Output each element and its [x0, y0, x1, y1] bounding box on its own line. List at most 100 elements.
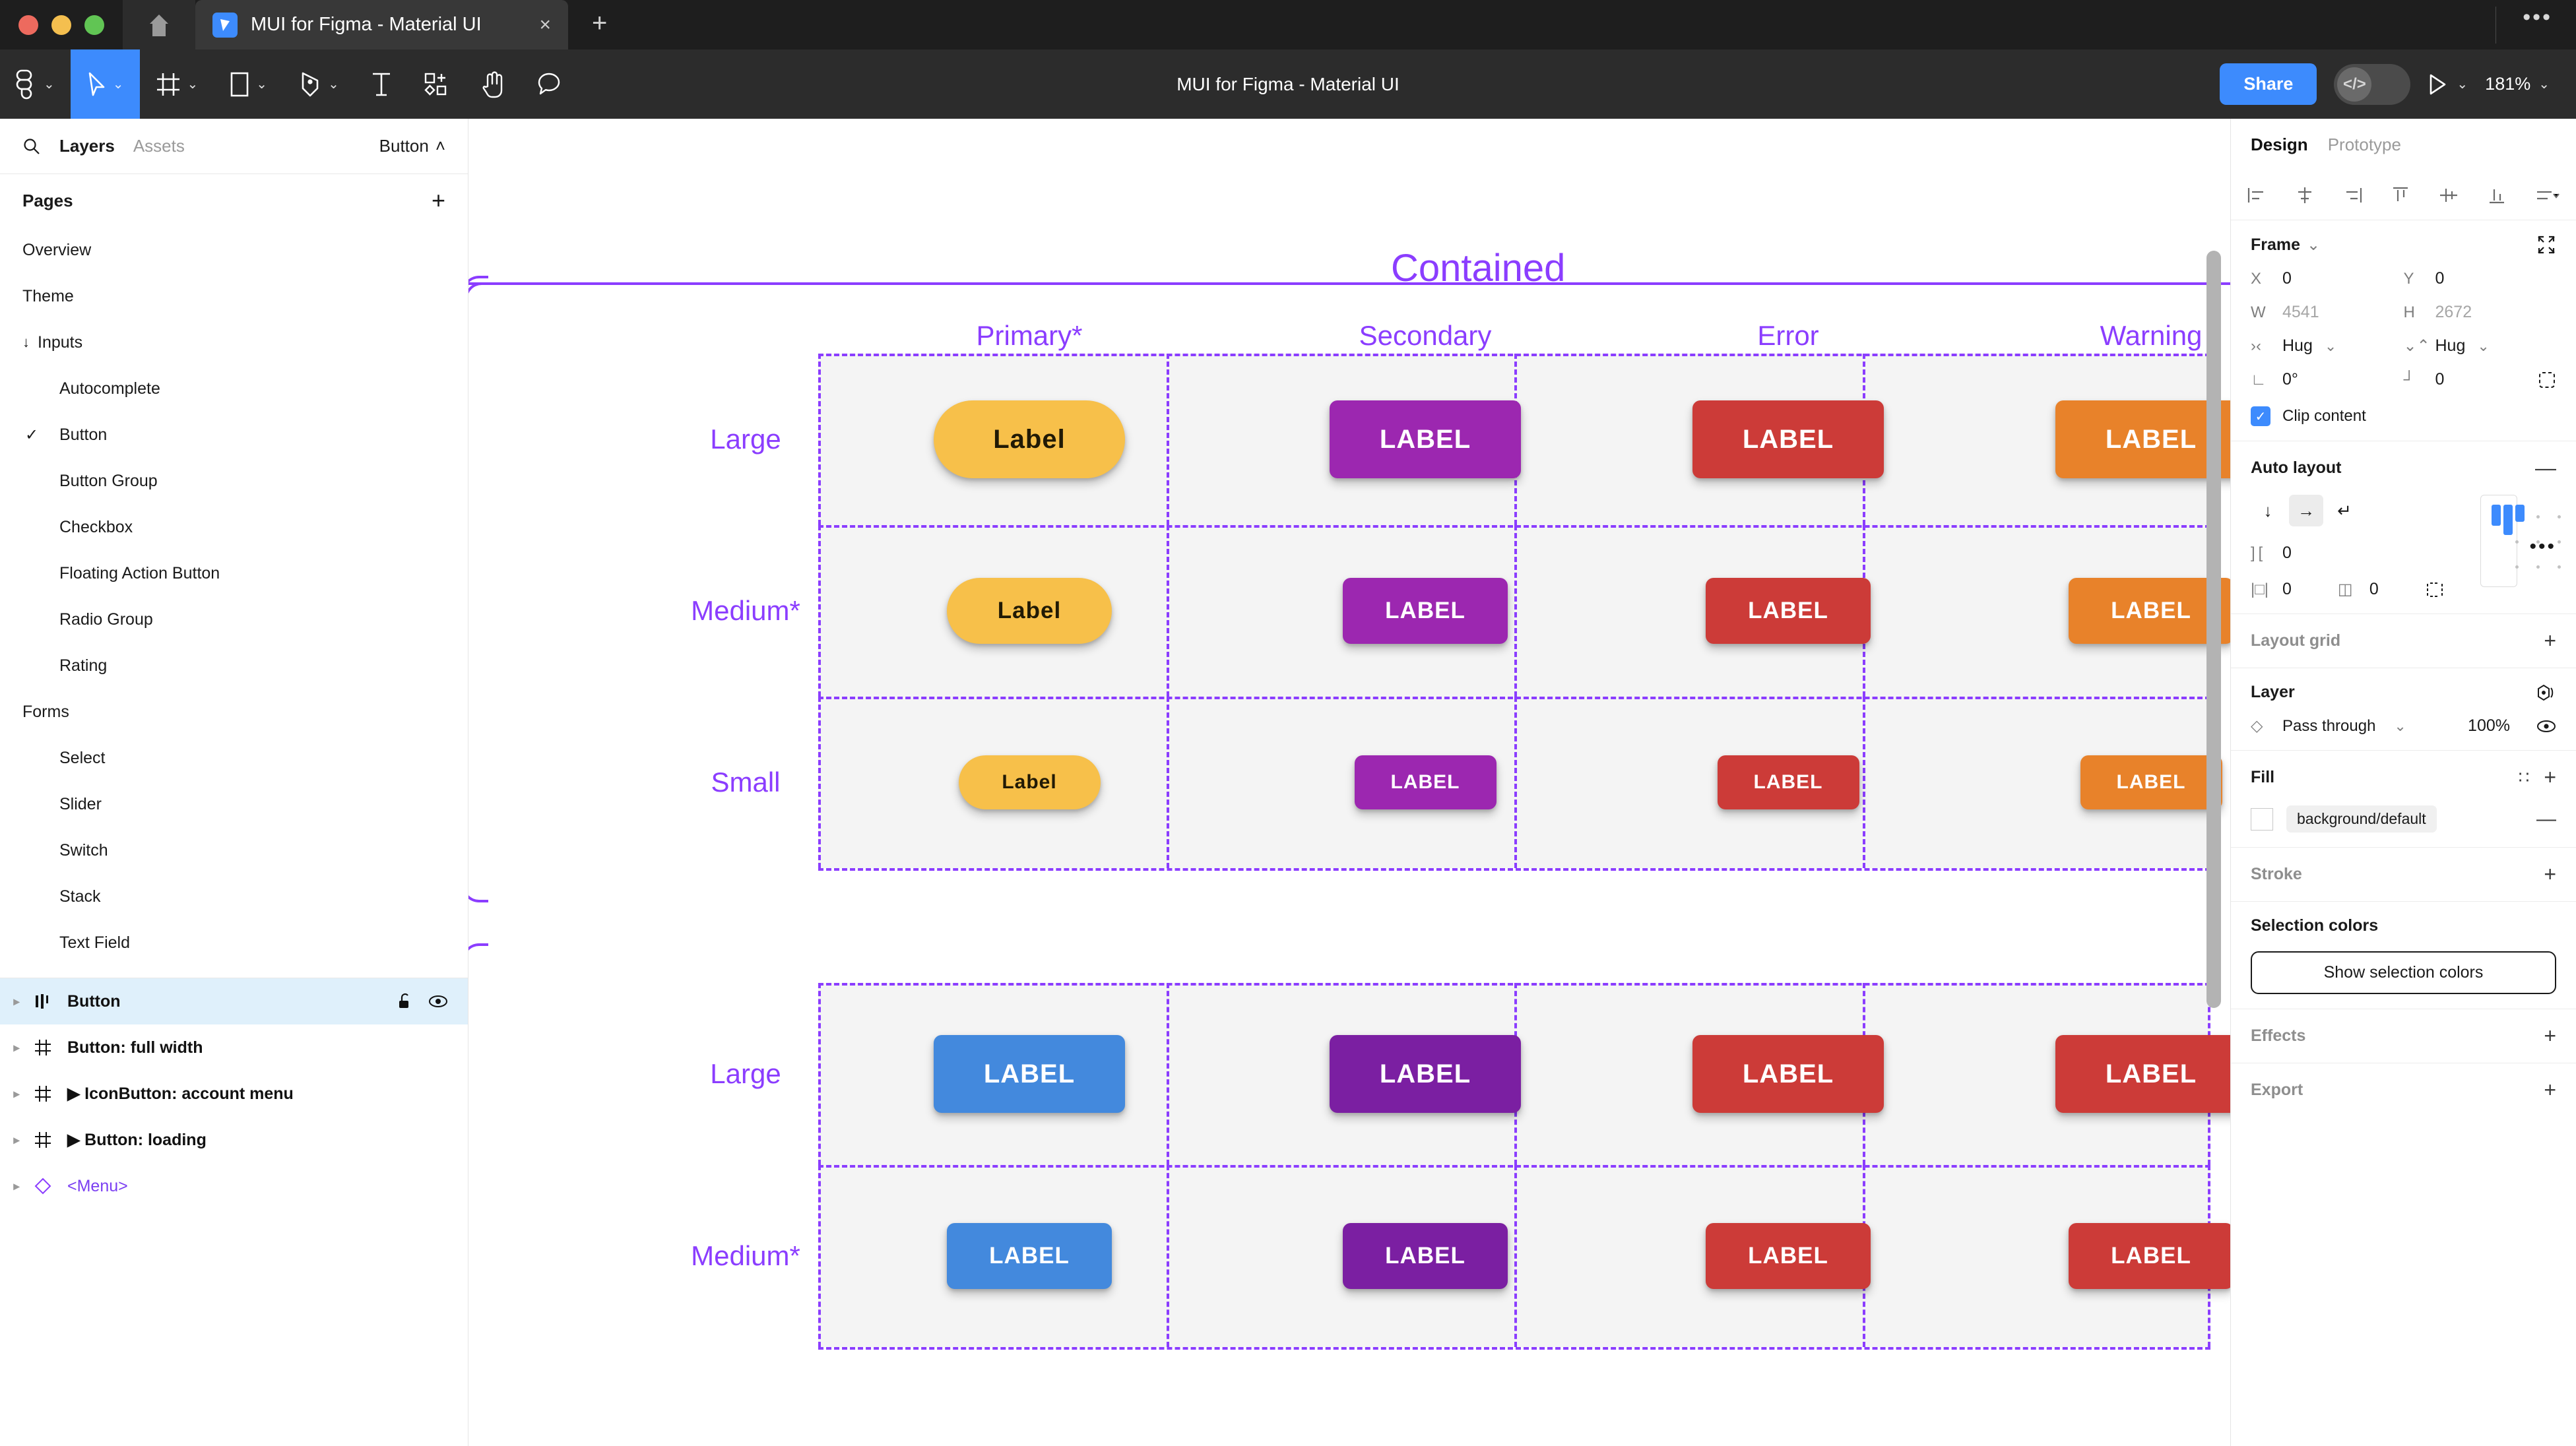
browser-tab[interactable]: MUI for Figma - Material UI ×: [195, 0, 568, 49]
align-left-icon[interactable]: [2247, 186, 2267, 204]
tab-layers[interactable]: Layers: [59, 136, 115, 156]
add-export-button[interactable]: +: [2544, 1078, 2556, 1102]
chevron-down-icon[interactable]: ⌄: [187, 77, 199, 92]
material-button[interactable]: LABEL: [1692, 1035, 1884, 1113]
page-item-select[interactable]: Select: [0, 735, 468, 781]
layer-disclosure-icon[interactable]: ▸: [13, 994, 20, 1008]
home-button[interactable]: [123, 0, 195, 49]
page-item-button-group[interactable]: Button Group: [0, 458, 468, 504]
gap-field[interactable]: ] [ 0: [2251, 544, 2445, 563]
material-button[interactable]: LABEL: [1692, 400, 1884, 478]
clip-content-checkbox[interactable]: ✓: [2251, 406, 2270, 426]
auto-layout-more-button[interactable]: •••: [2529, 536, 2556, 557]
material-button[interactable]: Label: [958, 755, 1101, 809]
individual-padding-icon[interactable]: [2425, 581, 2445, 599]
maximize-window-button[interactable]: [84, 15, 104, 35]
align-horizontal-center-icon[interactable]: [2295, 186, 2315, 204]
chevron-down-icon[interactable]: ⌄: [328, 77, 339, 92]
align-vertical-center-icon[interactable]: [2439, 186, 2459, 204]
hand-tool-icon[interactable]: [466, 49, 521, 119]
resources-tool-icon[interactable]: [408, 49, 466, 119]
search-icon[interactable]: [22, 137, 41, 156]
close-tab-icon[interactable]: ×: [539, 13, 551, 36]
clip-content-row[interactable]: ✓ Clip content: [2251, 406, 2556, 426]
material-button[interactable]: Label: [947, 578, 1112, 644]
align-right-icon[interactable]: [2343, 186, 2363, 204]
height-field[interactable]: H 2672: [2404, 303, 2557, 322]
page-item-radio-group[interactable]: Radio Group: [0, 596, 468, 643]
page-item-stack[interactable]: Stack: [0, 873, 468, 920]
close-window-button[interactable]: [18, 15, 38, 35]
remove-fill-button[interactable]: —: [2536, 807, 2556, 830]
page-item-inputs[interactable]: ↓Inputs: [0, 319, 468, 365]
independent-corners-icon[interactable]: [2538, 371, 2556, 389]
add-page-button[interactable]: +: [431, 187, 445, 214]
layer-visibility-icon[interactable]: [2536, 719, 2556, 734]
chevron-down-icon[interactable]: ⌄: [2457, 77, 2468, 92]
page-item-slider[interactable]: Slider: [0, 781, 468, 827]
fill-color-swatch[interactable]: [2251, 807, 2273, 831]
minimize-window-button[interactable]: [51, 15, 71, 35]
shape-tool-icon[interactable]: ⌄: [214, 49, 283, 119]
canvas-vertical-scrollbar[interactable]: [2206, 251, 2221, 1008]
layer-row[interactable]: ▸Button: [0, 978, 468, 1024]
horizontal-padding-field[interactable]: |□| 0: [2251, 580, 2292, 599]
comment-tool-icon[interactable]: [521, 49, 577, 119]
page-item-text-field[interactable]: Text Field: [0, 920, 468, 966]
vertical-padding-field[interactable]: ◫ 0: [2338, 580, 2379, 599]
material-button[interactable]: LABEL: [1343, 1223, 1508, 1289]
layer-row[interactable]: ▸▶ IconButton: account menu: [0, 1071, 468, 1117]
material-button[interactable]: LABEL: [2055, 400, 2230, 478]
page-item-theme[interactable]: Theme: [0, 273, 468, 319]
page-item-autocomplete[interactable]: Autocomplete: [0, 365, 468, 412]
figma-menu-icon[interactable]: ⌄: [0, 49, 71, 119]
material-button[interactable]: LABEL: [1354, 755, 1497, 809]
add-stroke-button[interactable]: +: [2544, 862, 2556, 886]
chevron-down-icon[interactable]: ⌄: [112, 77, 124, 92]
material-button[interactable]: LABEL: [1706, 578, 1871, 644]
visibility-icon[interactable]: [428, 994, 448, 1009]
horizontal-resizing-select[interactable]: ›‹ Hug ⌄: [2251, 336, 2404, 356]
page-selector[interactable]: Button ˄: [379, 136, 445, 156]
page-item-switch[interactable]: Switch: [0, 827, 468, 873]
move-tool-icon[interactable]: ⌄: [70, 49, 140, 119]
opacity-value[interactable]: 100%: [2468, 716, 2510, 735]
fill-token-label[interactable]: background/default: [2286, 805, 2437, 833]
material-button[interactable]: LABEL: [2055, 1035, 2230, 1113]
fill-style-icon[interactable]: ∷: [2518, 767, 2530, 787]
material-button[interactable]: LABEL: [1717, 755, 1859, 809]
chevron-down-icon[interactable]: ⌄: [44, 77, 55, 92]
tab-design[interactable]: Design: [2251, 134, 2308, 154]
x-field[interactable]: X 0: [2251, 269, 2404, 288]
page-item-rating[interactable]: Rating: [0, 643, 468, 689]
layer-disclosure-icon[interactable]: ▸: [13, 1179, 20, 1193]
add-layout-grid-button[interactable]: +: [2544, 629, 2556, 652]
remove-auto-layout-button[interactable]: —: [2535, 456, 2556, 480]
layer-row[interactable]: ▸Button: full width: [0, 1024, 468, 1071]
pen-tool-icon[interactable]: ⌄: [283, 49, 355, 119]
show-selection-colors-button[interactable]: Show selection colors: [2251, 951, 2556, 994]
share-button[interactable]: Share: [2220, 63, 2317, 105]
material-button[interactable]: LABEL: [1706, 1223, 1871, 1289]
resize-to-fit-button[interactable]: [2536, 235, 2556, 255]
page-item-forms[interactable]: Forms: [0, 689, 468, 735]
tab-assets[interactable]: Assets: [133, 136, 185, 156]
material-button[interactable]: Label: [934, 400, 1125, 478]
width-field[interactable]: W 4541: [2251, 303, 2404, 322]
frame-tool-icon[interactable]: ⌄: [140, 49, 214, 119]
layer-row[interactable]: ▸▶ Button: loading: [0, 1117, 468, 1163]
add-effect-button[interactable]: +: [2544, 1024, 2556, 1048]
zoom-control[interactable]: 181% ⌄: [2485, 74, 2550, 94]
layer-styles-icon[interactable]: [2536, 683, 2556, 702]
present-button[interactable]: ⌄: [2428, 73, 2468, 96]
new-tab-button[interactable]: +: [592, 9, 608, 38]
direction-vertical-button[interactable]: ↓: [2263, 500, 2272, 520]
alignment-grid[interactable]: [2480, 495, 2561, 587]
blend-mode-row[interactable]: ◇ Pass through ⌄ 100%: [2251, 716, 2556, 736]
add-fill-button[interactable]: +: [2544, 765, 2556, 789]
unlock-icon[interactable]: [398, 993, 414, 1010]
page-item-checkbox[interactable]: Checkbox: [0, 504, 468, 550]
text-tool-icon[interactable]: [355, 49, 408, 119]
page-item-button[interactable]: ✓Button: [0, 412, 468, 458]
